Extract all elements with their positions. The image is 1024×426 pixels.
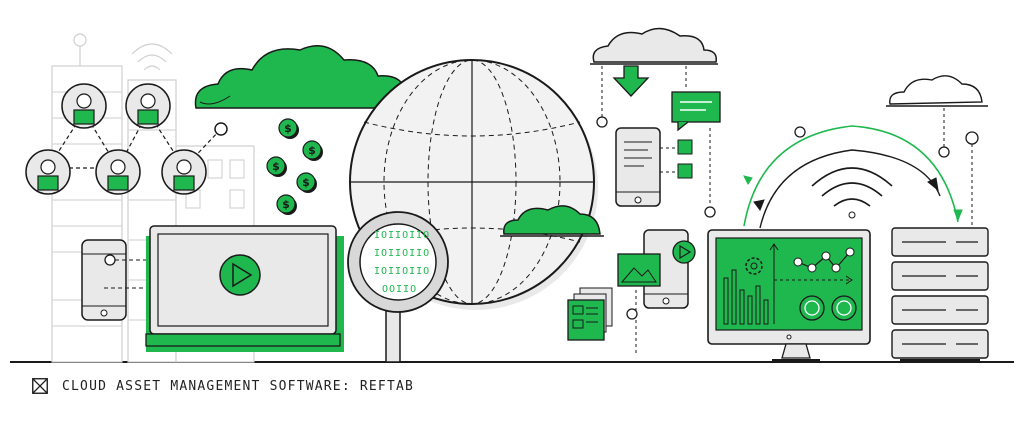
cloud-download — [590, 27, 718, 128]
cloud-outline-right — [886, 75, 988, 226]
dollar-coin-icon: $ — [276, 194, 297, 215]
binary-row: IOIIOIIO — [374, 248, 430, 259]
server-unit — [891, 295, 989, 325]
chat-bubble-icon — [671, 91, 721, 132]
files-stack-icon — [567, 287, 638, 341]
tablet-document — [615, 127, 716, 218]
binary-row: IOIIOIIO — [374, 230, 430, 241]
dollar-coin-icon: $ — [296, 172, 317, 193]
play-button-icon — [219, 254, 261, 296]
gear-icon — [745, 257, 763, 275]
caption: CLOUD ASSET MANAGEMENT SOFTWARE: REFTAB — [32, 378, 414, 394]
dollar-sign: $ — [308, 144, 316, 157]
server-unit — [891, 329, 989, 359]
person-avatar — [25, 149, 71, 195]
people-avatars — [25, 83, 207, 195]
dollar-sign: $ — [284, 122, 292, 135]
person-avatar — [161, 149, 207, 195]
binary-code: IOIIOIIO IOIIOIIO IOIIOIIO OOIIO — [374, 230, 430, 295]
person-avatar — [125, 83, 171, 129]
server-unit — [891, 261, 989, 291]
crossed-box-icon — [32, 378, 48, 394]
dollar-sign: $ — [302, 176, 310, 189]
dashboard-bars — [723, 269, 769, 325]
server-rack — [891, 227, 989, 361]
caption-text: CLOUD ASSET MANAGEMENT SOFTWARE: REFTAB — [62, 378, 415, 394]
dollar-sign: $ — [282, 198, 290, 211]
person-avatar — [95, 149, 141, 195]
dollar-coin-icon: $ — [302, 140, 323, 161]
dollar-sign: $ — [272, 160, 280, 173]
image-icon — [617, 253, 661, 287]
cloud-green-small — [500, 205, 604, 237]
monitor-dashboard — [707, 229, 871, 361]
play-icon — [672, 240, 696, 264]
magnifying-glass — [347, 211, 449, 363]
laptop-video-player — [145, 225, 344, 352]
person-avatar — [61, 83, 107, 129]
smartphone-media — [617, 229, 696, 356]
server-unit — [891, 227, 989, 257]
binary-row: OOIIO — [382, 284, 417, 295]
smartphone-left — [81, 239, 191, 321]
network-node — [214, 122, 228, 136]
dollar-coins: $ $ $ $ $ — [266, 118, 323, 215]
dollar-coin-icon: $ — [266, 156, 287, 177]
binary-row: IOIIOIIO — [374, 266, 430, 277]
dollar-coin-icon: $ — [278, 118, 299, 139]
sync-arcs — [743, 125, 963, 229]
